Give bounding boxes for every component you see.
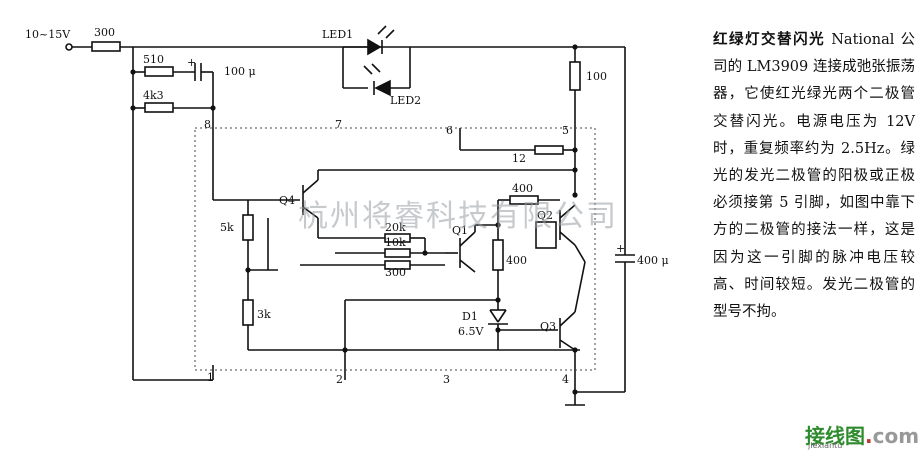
site-logo: 接线图.com [805,420,919,449]
label-r-510: 510 [143,53,164,66]
label-pin5: 5 [562,124,569,137]
label-q2: Q2 [537,209,553,222]
label-r-3k: 3k [257,308,271,321]
label-d1: D1 [462,310,478,323]
label-led1: LED1 [322,28,353,41]
label-c-400u: 400 μ [637,254,669,267]
label-r-10k: 10k [385,236,406,249]
label-pin8: 8 [204,118,211,131]
label-d1-voltage: 6.5V [458,325,484,338]
label-r-4k3: 4k3 [143,89,164,102]
site-logo-sub: jiexiantu [808,441,843,450]
circuit-diagram: + + 10~15V 300 510 100 μ 4k3 LED1 LED2 1… [25,25,669,406]
label-pin1: 1 [207,371,214,384]
label-pin7: 7 [335,118,342,131]
caption-body: National 公司的 LM3909 连接成弛张振荡器，它使红光绿光两个二极管… [713,32,916,321]
label-c-100u-top: 100 μ [224,65,256,78]
label-q4: Q4 [279,194,295,207]
brand-tld: com [872,424,920,448]
label-r-400-mid: 400 [506,254,527,267]
label-r-20k: 20k [385,221,406,234]
label-pin2: 2 [336,373,343,386]
label-r-100: 100 [586,70,607,83]
label-pin6: 6 [446,124,453,137]
brand-dot: . [865,424,873,448]
label-q1: Q1 [452,224,468,237]
svg-text:+: + [616,242,625,255]
caption-text: 红绿灯交替闪光 National 公司的 LM3909 连接成弛张振荡器，它使红… [713,26,915,326]
label-pin4: 4 [562,373,569,386]
label-pin3: 3 [443,373,450,386]
label-led2: LED2 [390,94,421,107]
label-r-5k: 5k [220,221,234,234]
svg-text:+: + [187,56,196,69]
label-supply: 10~15V [25,28,71,41]
label-r-400-top: 400 [512,182,533,195]
label-r-12: 12 [512,152,526,165]
caption-title: 红绿灯交替闪光 [713,31,826,48]
watermark: 杭州将睿科技有限公司 [298,199,618,234]
label-q3: Q3 [540,320,556,333]
brand-name: 接线图 [805,424,865,448]
label-r-300-mid: 300 [385,266,406,279]
label-r-in: 300 [94,26,115,39]
